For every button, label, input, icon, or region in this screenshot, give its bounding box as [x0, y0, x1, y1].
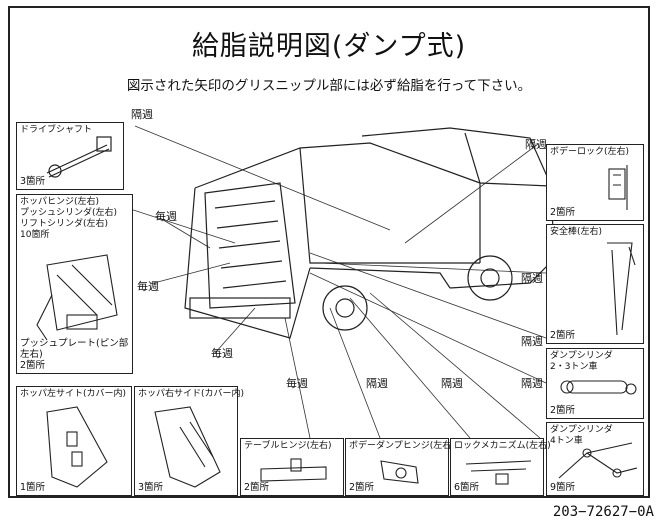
part-box-lock-mechanism: ロックメカニズム(左右) 6箇所: [450, 438, 551, 496]
frequency-label: 隔週: [131, 108, 153, 121]
body-lock-drawing: [608, 165, 628, 210]
part-count: 2箇所: [550, 405, 576, 416]
hopper-hinge-drawing: [36, 254, 118, 341]
part-box-hopper-hinge: ホッパヒンジ(左右) プッシュシリンダ(左右) リフトシリンダ(左右) 10箇所…: [16, 194, 133, 374]
page-subtitle: 図示された矢印のグリスニップル部には必ず給脂を行って下さい。: [126, 78, 532, 94]
frequency-label: 隔週: [521, 272, 543, 285]
part-label: ホッパヒンジ(左右) プッシュシリンダ(左右) リフトシリンダ(左右) 10箇所: [20, 197, 118, 240]
part-count: 2箇所: [349, 482, 375, 493]
frequency-label: 隔週: [525, 138, 547, 151]
frequency-label: 毎週: [137, 280, 159, 293]
frequency-label: 毎週: [211, 347, 233, 360]
part-count: 3箇所: [138, 482, 164, 493]
part-label: ボデーダンプヒンジ(左右): [349, 441, 455, 451]
frequency-label: 毎週: [286, 377, 308, 390]
part-label: ホッパ左サイト(カバー内): [20, 389, 127, 399]
part-label: ダンプシリンダ 2・3トン車: [550, 351, 613, 372]
part-box-table-hinge: テーブルヒンジ(左右) 2箇所: [240, 438, 344, 496]
dump-cylinder-4t-drawing: [558, 442, 638, 479]
part-label: ホッパ右サイド(カバー内): [138, 389, 245, 399]
part-count: 9箇所: [550, 482, 576, 493]
frequency-label: 隔週: [441, 377, 463, 390]
part-label: ドライブシャフト: [20, 125, 93, 135]
hopper-left-side-drawing: [46, 406, 108, 488]
part-count: 6箇所: [454, 482, 480, 493]
frequency-label: 隔週: [366, 377, 388, 390]
hopper-right-side-drawing: [154, 406, 221, 488]
part-box-dump-cylinder-4t: ダンプシリンダ 4トン車 9箇所: [546, 422, 644, 496]
safety-bar-drawing: [607, 242, 636, 336]
table-hinge-drawing: [260, 458, 327, 482]
document-number: 203−72627−0A: [552, 504, 654, 520]
lock-mechanism-drawing: [465, 460, 532, 485]
part-box-body-lock: ボデーロック(左右) 2箇所: [546, 144, 644, 221]
frequency-label: 隔週: [521, 335, 543, 348]
part-box-hopper-right-side: ホッパ右サイド(カバー内) 3箇所: [134, 386, 244, 496]
truck-illustration: [126, 125, 556, 439]
part-count: 3箇所: [20, 176, 46, 187]
diagram-sheet: 給脂説明図(ダンプ式) 図示された矢印のグリスニップル部には必ず給脂を行って下さ…: [8, 6, 650, 498]
part-label: ダンプシリンダ 4トン車: [550, 425, 613, 446]
part-count: 2箇所: [244, 482, 270, 493]
dump-cylinder-2-3t-drawing: [560, 380, 637, 395]
part-box-hopper-left-side: ホッパ左サイト(カバー内) 1箇所: [16, 386, 132, 496]
part-label: ボデーロック(左右): [550, 147, 630, 157]
part-box-body-dump-hinge: ボデーダンプヒンジ(左右) 2箇所: [345, 438, 455, 496]
page-title: 給脂説明図(ダンプ式): [191, 31, 467, 62]
part-label: テーブルヒンジ(左右): [244, 441, 332, 451]
part-label: ロックメカニズム(左右): [454, 441, 551, 451]
frequency-label: 隔週: [521, 377, 543, 390]
part-count: 2箇所: [550, 207, 576, 218]
body-dump-hinge-drawing: [380, 460, 419, 484]
part-count: 1箇所: [20, 482, 46, 493]
frequency-label: 毎週: [155, 210, 177, 223]
part-count: 2箇所: [550, 330, 576, 341]
part-box-drive-shaft: ドライブシャフト 3箇所: [16, 122, 124, 190]
part-label: 安全棒(左右): [550, 227, 603, 237]
part-box-safety-bar: 安全棒(左右) 2箇所: [546, 224, 644, 344]
drive-shaft-drawing: [46, 136, 112, 178]
part-box-dump-cylinder-2-3t: ダンプシリンダ 2・3トン車 2箇所: [546, 348, 644, 419]
part-count: プッシュプレート(ピン部左右) 2箇所: [20, 338, 129, 371]
